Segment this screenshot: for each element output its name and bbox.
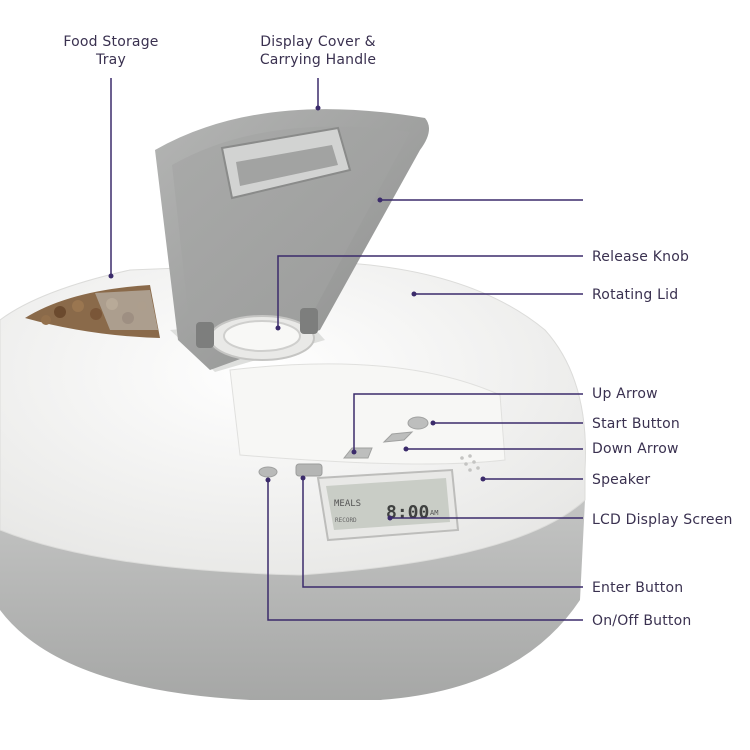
label-food-storage-tray-line2: Tray	[96, 52, 126, 68]
label-display-cover: Display Cover & Carrying Handle	[248, 33, 388, 69]
lcd-meals-text: MEALS	[334, 499, 361, 509]
callout-line-release-knob	[277, 255, 583, 328]
label-rotating-lid: Rotating Lid	[592, 287, 679, 303]
lcd-record-text: RECORD	[335, 517, 357, 524]
callout-dots	[108, 105, 486, 521]
lcd-time-text: 8:00	[386, 502, 429, 523]
speaker	[460, 454, 480, 472]
label-speaker: Speaker	[592, 472, 651, 488]
onoff-button[interactable]	[258, 466, 278, 478]
release-knob	[196, 308, 318, 361]
label-release-knob: Release Knob	[592, 249, 690, 265]
control-console	[229, 363, 506, 465]
label-lcd-display-screen: LCD Display Screen	[592, 512, 733, 528]
label-display-cover-line2: Carrying Handle	[259, 52, 377, 68]
callout-line-onoff-button	[267, 480, 583, 621]
callout-line-up-arrow	[353, 393, 583, 452]
label-enter-button: Enter Button	[592, 580, 684, 596]
display-cover	[155, 109, 429, 370]
callout-line-enter-button	[302, 478, 583, 588]
label-up-arrow: Up Arrow	[592, 386, 658, 402]
label-start-button: Start Button	[592, 416, 680, 432]
label-food-storage-tray: Food Storage Tray	[52, 33, 170, 69]
up-arrow-button[interactable]	[342, 447, 373, 459]
start-button[interactable]	[407, 416, 429, 430]
enter-button[interactable]	[295, 463, 323, 477]
food-storage-tray	[25, 285, 160, 338]
label-display-cover-line1: Display Cover &	[260, 34, 376, 50]
down-arrow-button[interactable]	[382, 431, 414, 443]
lcd-display-screen: MEALS 8:00 AM RECORD	[316, 468, 460, 542]
label-onoff-button: On/Off Button	[592, 613, 692, 629]
callout-lines	[110, 78, 583, 621]
lcd-am-text: AM	[430, 509, 438, 517]
label-down-arrow: Down Arrow	[592, 441, 679, 457]
label-food-storage-tray-line1: Food Storage	[63, 34, 159, 50]
